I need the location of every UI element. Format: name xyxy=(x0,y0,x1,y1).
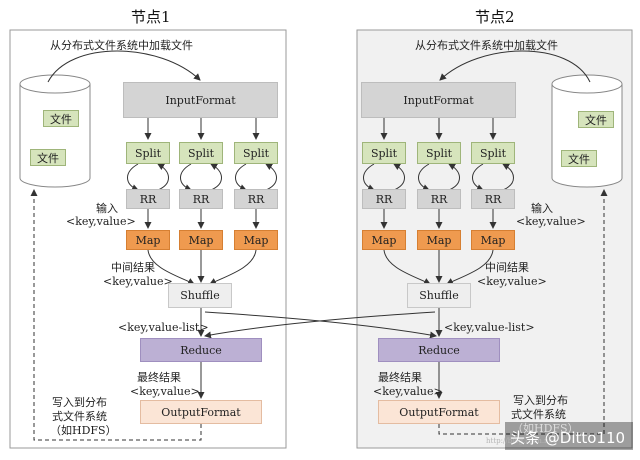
node1-intermediate-kv: <key,value> xyxy=(103,275,173,288)
node1-record-reader: RR xyxy=(179,189,223,209)
node2-map: Map xyxy=(471,230,515,250)
node1-title: 节点1 xyxy=(131,8,171,26)
node2-shuffle: Shuffle xyxy=(407,283,471,308)
node1-split: Split xyxy=(126,142,170,164)
node1-final-label: 最终结果 xyxy=(137,371,181,384)
watermark-faint-url: http://blog.csdn.net/ xyxy=(486,437,558,445)
node2-load-label: 从分布式文件系统中加载文件 xyxy=(415,39,558,52)
node2-record-reader: RR xyxy=(417,189,461,209)
node1-write-label-2: 式文件系统 xyxy=(52,410,107,423)
file-item: 文件 xyxy=(43,110,79,127)
node1-input-kv: <key,value> xyxy=(66,215,136,228)
file-item: 文件 xyxy=(30,149,66,166)
node1-map: Map xyxy=(126,230,170,250)
storage-cylinder-right-icon xyxy=(551,74,623,188)
node2-intermediate-label: 中间结果 xyxy=(485,261,529,274)
node1-value-list-label: <key,value-list> xyxy=(118,321,209,334)
file-item: 文件 xyxy=(578,111,614,128)
watermark-text: 头条 @Ditto110 xyxy=(510,429,626,447)
node2-reduce: Reduce xyxy=(378,338,500,362)
node2-final-label: 最终结果 xyxy=(378,371,422,384)
node2-title: 节点2 xyxy=(475,8,515,26)
node2-input-format: InputFormat xyxy=(361,82,516,118)
node2-intermediate-kv: <key,value> xyxy=(477,275,547,288)
node1-split: Split xyxy=(234,142,278,164)
storage-cylinder-left-icon xyxy=(19,74,91,188)
node1-map: Map xyxy=(234,230,278,250)
node2-split: Split xyxy=(471,142,515,164)
node2-value-list-label: <key,value-list> xyxy=(444,321,535,334)
node2-input-label: 输入 xyxy=(531,202,553,215)
node1-map: Map xyxy=(179,230,223,250)
node1-intermediate-label: 中间结果 xyxy=(111,261,155,274)
node1-output-format: OutputFormat xyxy=(140,400,262,424)
node2-map: Map xyxy=(417,230,461,250)
watermark-backdrop xyxy=(505,422,633,450)
node1-final-kv: <key,value> xyxy=(130,385,200,398)
node2-split: Split xyxy=(417,142,461,164)
node1-split: Split xyxy=(179,142,223,164)
node2-write-label-2: 式文件系统 xyxy=(511,408,566,421)
node2-output-format: OutputFormat xyxy=(378,400,500,424)
node2-record-reader: RR xyxy=(471,189,515,209)
node2-final-kv: <key,value> xyxy=(373,385,443,398)
node2-write-label-1: 写入到分布 xyxy=(513,394,568,407)
node1-write-label-3: （如HDFS） xyxy=(50,424,117,437)
node2-write-label-3: （如HDFS） xyxy=(512,422,579,435)
node2-record-reader: RR xyxy=(362,189,406,209)
file-item: 文件 xyxy=(561,150,597,167)
node1-shuffle: Shuffle xyxy=(168,283,232,308)
node2-map: Map xyxy=(362,230,406,250)
node1-input-label: 输入 xyxy=(96,202,118,215)
node1-write-label-1: 写入到分布 xyxy=(52,396,107,409)
node2-split: Split xyxy=(362,142,406,164)
node1-load-label: 从分布式文件系统中加载文件 xyxy=(50,39,193,52)
node1-input-format: InputFormat xyxy=(123,82,278,118)
node1-record-reader: RR xyxy=(234,189,278,209)
node1-record-reader: RR xyxy=(126,189,170,209)
node1-reduce: Reduce xyxy=(140,338,262,362)
node2-input-kv: <key,value> xyxy=(516,215,586,228)
